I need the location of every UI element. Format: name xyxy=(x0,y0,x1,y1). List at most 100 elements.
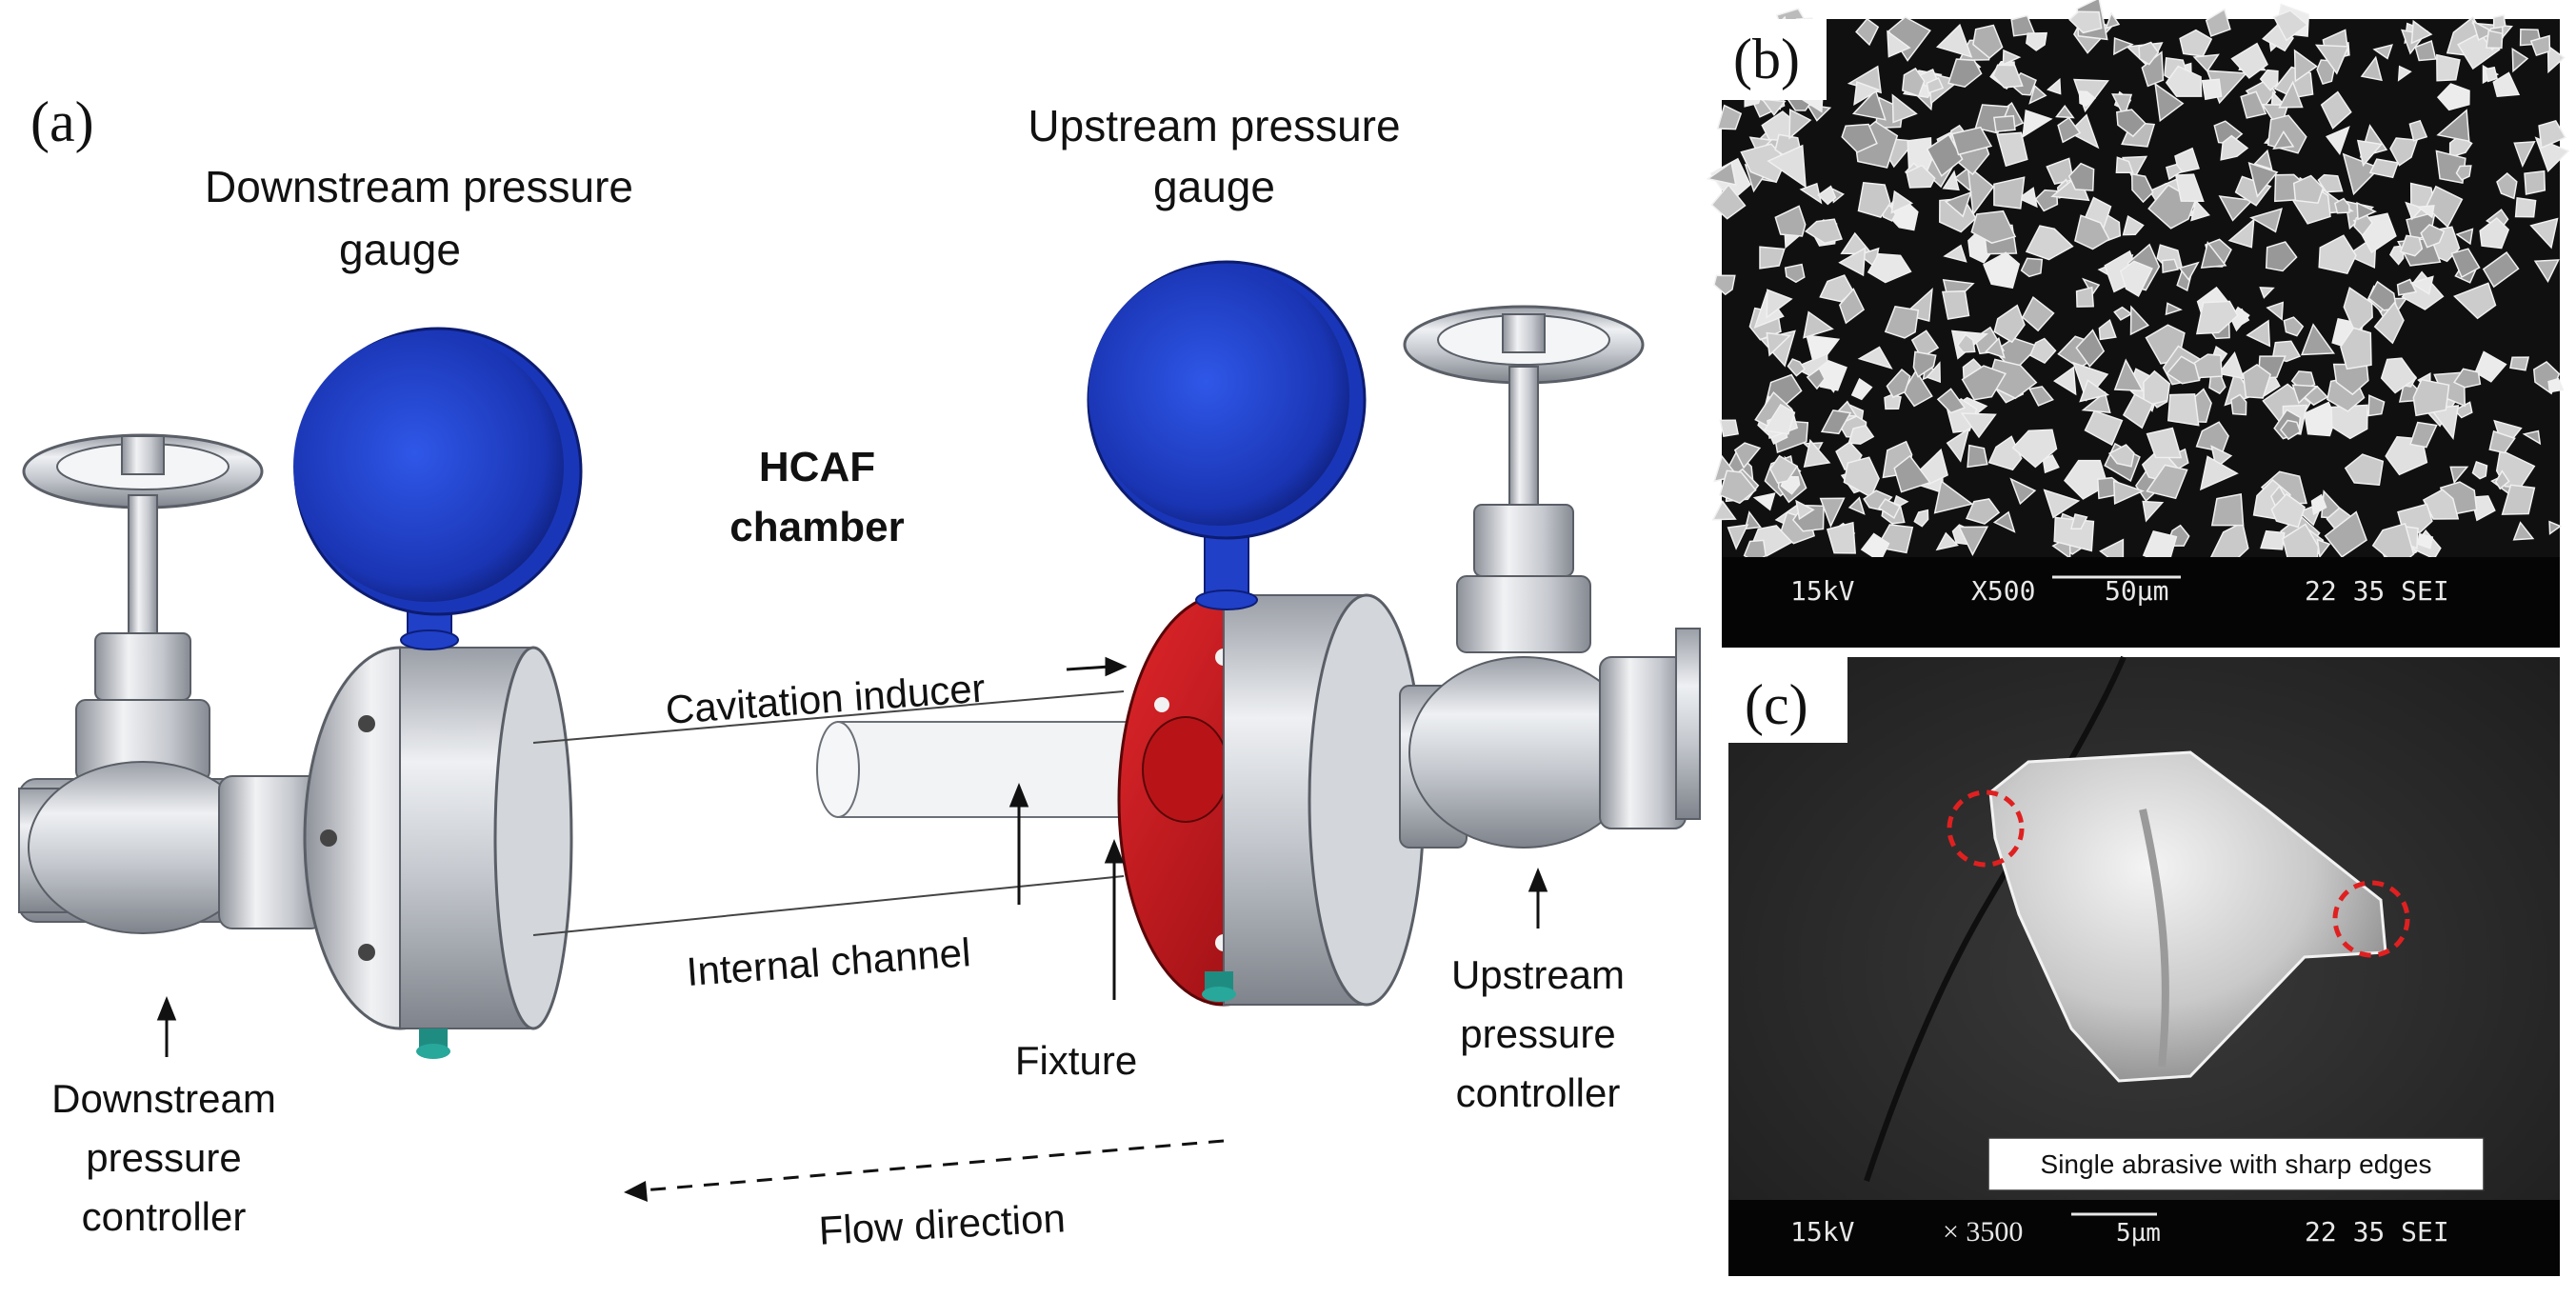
abrasive-grain xyxy=(1960,412,1997,439)
upstream-controller-label-line3: controller xyxy=(1456,1070,1621,1115)
abrasive-grain xyxy=(1901,67,1926,97)
panel-c-letter-box xyxy=(1728,657,1847,743)
abrasive-grain xyxy=(2259,287,2275,299)
abrasive-grain xyxy=(2513,140,2536,169)
abrasive-grain xyxy=(2496,172,2518,200)
abrasive-grain xyxy=(2166,355,2201,385)
abrasive-grain xyxy=(2142,500,2165,523)
abrasive-grain xyxy=(2272,10,2309,42)
abrasive-grain xyxy=(2043,489,2081,519)
caption-text: Single abrasive with sharp edges xyxy=(2041,1149,2432,1179)
abrasive-grain xyxy=(2119,260,2153,297)
abrasive-grain xyxy=(1743,539,1767,563)
abrasive-grain xyxy=(2367,394,2386,417)
downstream-controller-label-line2: pressure xyxy=(86,1135,241,1180)
abrasive-grain xyxy=(2174,173,2205,203)
abrasive-grain xyxy=(2453,282,2497,320)
abrasive-grain xyxy=(1820,409,1852,435)
abrasive-grain xyxy=(2025,225,2074,261)
abrasive-grain xyxy=(2332,363,2369,396)
abrasive-grain xyxy=(2195,300,2239,335)
abrasive-grain xyxy=(2055,104,2075,119)
abrasive-grain xyxy=(1941,290,1970,320)
abrasive-grain xyxy=(2372,44,2393,60)
chamber-label-line1: HCAF xyxy=(759,444,875,490)
abrasive-grain xyxy=(1996,131,2028,168)
abrasive-grain xyxy=(1769,454,1799,485)
abrasive-grain xyxy=(2028,386,2054,407)
abrasive-grain xyxy=(2011,429,2058,469)
abrasive-grain xyxy=(2414,39,2437,62)
particle-facet xyxy=(2139,809,2169,1068)
abrasive-grain xyxy=(1944,190,1972,218)
panel-b: 15kV X500 50µm 22 35 SEI (b) xyxy=(1706,0,2570,648)
fixture-housing xyxy=(1117,593,1426,1007)
sharp-edge-marker-2 xyxy=(2332,880,2410,958)
abrasive-grain xyxy=(1774,205,1807,237)
panel-b-letter-box xyxy=(1722,19,1827,100)
abrasive-grain xyxy=(2105,11,2121,30)
abrasive-grain xyxy=(2368,158,2400,179)
abrasive-grain xyxy=(2025,31,2047,51)
abrasive-grain xyxy=(2529,217,2559,250)
upstream-controller-label-line1: Upstream xyxy=(1451,952,1625,997)
abrasive-grain xyxy=(2342,152,2381,196)
abrasive-grain xyxy=(2115,109,2147,138)
abrasive-grain xyxy=(2201,78,2223,101)
abrasive-grain xyxy=(1766,289,1793,319)
abrasive-grain xyxy=(1933,480,1974,514)
abrasive-particle xyxy=(1988,750,2387,1083)
internal-channel-label: Internal channel xyxy=(685,929,971,994)
abrasive-grain xyxy=(1826,521,1857,554)
downstream-valve xyxy=(22,433,264,934)
abrasive-grain xyxy=(2199,455,2239,491)
panel-c-letter: (c) xyxy=(1745,673,1808,736)
abrasive-grain xyxy=(2449,466,2469,485)
abrasive-grain xyxy=(2479,217,2510,250)
abrasive-grain xyxy=(1935,531,1959,551)
abrasive-grain xyxy=(2310,493,2327,516)
abrasive-grain xyxy=(2409,421,2438,449)
downstream-gauge-label-line1: Downstream pressure xyxy=(205,162,633,211)
flow-direction-label: Flow direction xyxy=(818,1195,1067,1252)
abrasive-grain xyxy=(2240,90,2267,119)
abrasive-grain xyxy=(1838,247,1867,277)
abrasive-grain xyxy=(1855,17,1880,47)
upstream-controller-label-line2: pressure xyxy=(1460,1011,1615,1056)
abrasive-grain xyxy=(2514,197,2537,218)
abrasive-grain xyxy=(2167,393,2200,427)
abrasive-grain xyxy=(2220,134,2249,161)
sem-c-magnification: × 3500 xyxy=(1943,1216,2023,1248)
abrasive-grain xyxy=(2074,214,2110,250)
abrasive-grain xyxy=(2509,356,2530,371)
abrasive-grain xyxy=(2079,379,2110,403)
projection-lines xyxy=(532,690,1125,936)
abrasive-grain xyxy=(1719,469,1757,505)
sem-b-voltage: 15kV xyxy=(1790,575,1855,607)
abrasive-grain xyxy=(2334,197,2350,214)
abrasive-grain xyxy=(1893,454,1931,493)
abrasive-grain xyxy=(2399,234,2424,257)
abrasive-grain xyxy=(1713,274,1736,296)
panel-a-letter: (a) xyxy=(30,90,94,153)
abrasive-grain xyxy=(1752,492,1776,511)
abrasive-grain xyxy=(1993,304,2026,344)
abrasive-grain xyxy=(2416,532,2434,549)
abrasive-grain xyxy=(2486,30,2504,50)
abrasive-grain xyxy=(2494,469,2510,490)
abrasive-grain xyxy=(2330,404,2368,440)
sem-info-bar-b xyxy=(1722,557,2560,648)
abrasive-grain xyxy=(1838,288,1866,325)
abrasive-grain xyxy=(2538,120,2566,150)
abrasive-grain xyxy=(1886,368,1911,399)
abrasive-grain xyxy=(1987,358,2038,400)
abrasive-grain xyxy=(1851,89,1887,121)
abrasive-grain xyxy=(2314,44,2350,75)
abrasive-grain xyxy=(2247,162,2279,198)
abrasive-grain xyxy=(2067,113,2100,150)
abrasive-grain xyxy=(2471,461,2488,480)
sem-b-scale: 50µm xyxy=(2105,575,2168,607)
abrasive-grain xyxy=(1819,497,1846,529)
abrasive-grain xyxy=(1943,244,1967,263)
annotation-arrows xyxy=(156,656,1548,1057)
